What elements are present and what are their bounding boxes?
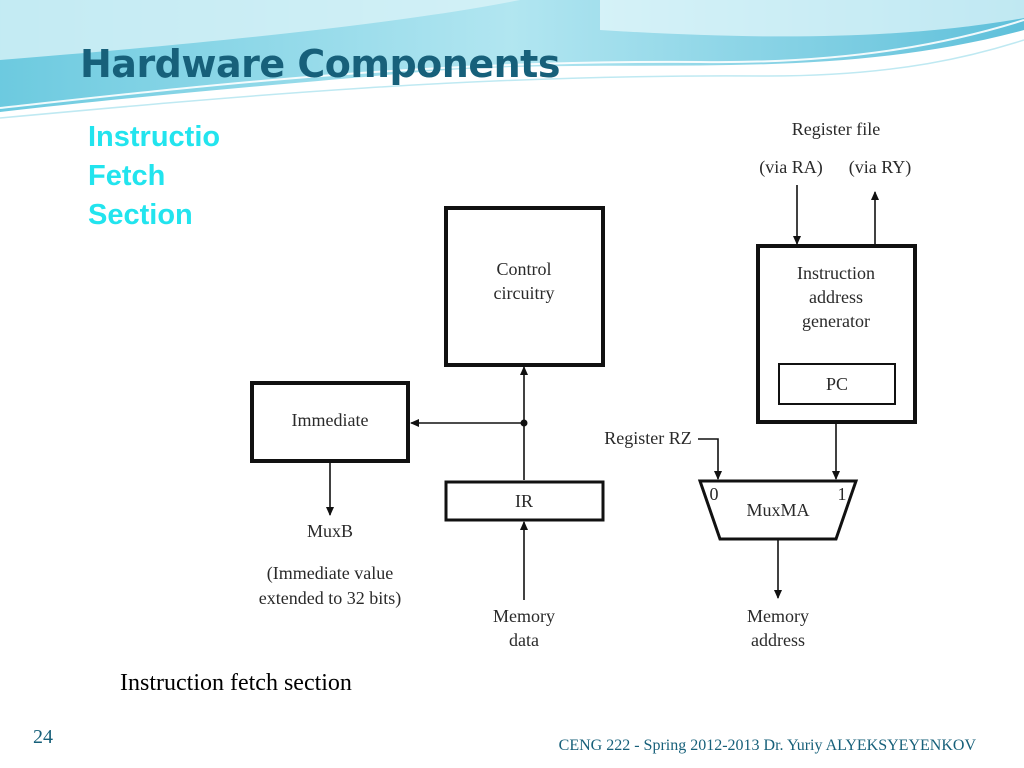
section-label: Instructio Fetch Section (88, 118, 234, 235)
section-label-line-1: Instructio (88, 121, 221, 153)
via-ry-label: (via RY) (849, 157, 912, 178)
slide-title: Hardware Components (80, 42, 560, 86)
immediate-note-line-1: (Immediate value (267, 563, 393, 584)
ir-label: IR (515, 491, 533, 511)
iag-label-2: address (809, 287, 863, 307)
iag-label-1: Instruction (797, 263, 875, 283)
register-rz-label: Register RZ (604, 428, 692, 448)
register-file-label: Register file (792, 119, 880, 139)
muxma-input-1-label: 1 (838, 484, 847, 504)
memory-address-label-2: address (751, 630, 805, 650)
footer-text: CENG 222 - Spring 2012-2013 Dr. Yuriy AL… (558, 737, 976, 754)
immediate-note-line-2: extended to 32 bits) (259, 588, 401, 609)
memory-data-label-1: Memory (493, 606, 555, 626)
pc-label: PC (826, 374, 848, 394)
immediate-block (250, 381, 410, 463)
page-number: 24 (33, 726, 53, 748)
pc-block (778, 363, 896, 405)
instruction-fetch-diagram: Control circuitry Immediate IR Instructi… (250, 119, 917, 650)
muxma-input-0-label: 0 (710, 484, 719, 504)
iag-label-3: generator (802, 311, 870, 331)
section-label-line-3: Section (88, 199, 193, 231)
instruction-address-generator-block (756, 244, 917, 424)
muxma-block (697, 479, 859, 541)
register-rz-to-muxma-arrow (698, 438, 722, 480)
immediate-label: Immediate (292, 410, 369, 430)
header-wave-decoration (0, 0, 1024, 119)
ir-block (444, 480, 605, 522)
muxma-label: MuxMA (746, 500, 809, 520)
control-circuitry-label-2: circuitry (494, 283, 555, 303)
muxb-label: MuxB (307, 521, 353, 541)
control-circuitry-block (444, 206, 605, 367)
junction-dot (520, 419, 528, 427)
control-circuitry-label-1: Control (496, 259, 551, 279)
memory-data-label-2: data (509, 630, 539, 650)
figure-caption: Instruction fetch section (120, 670, 352, 696)
memory-address-label-1: Memory (747, 606, 809, 626)
section-label-line-2: Fetch (88, 160, 166, 192)
via-ra-label: (via RA) (759, 157, 822, 178)
